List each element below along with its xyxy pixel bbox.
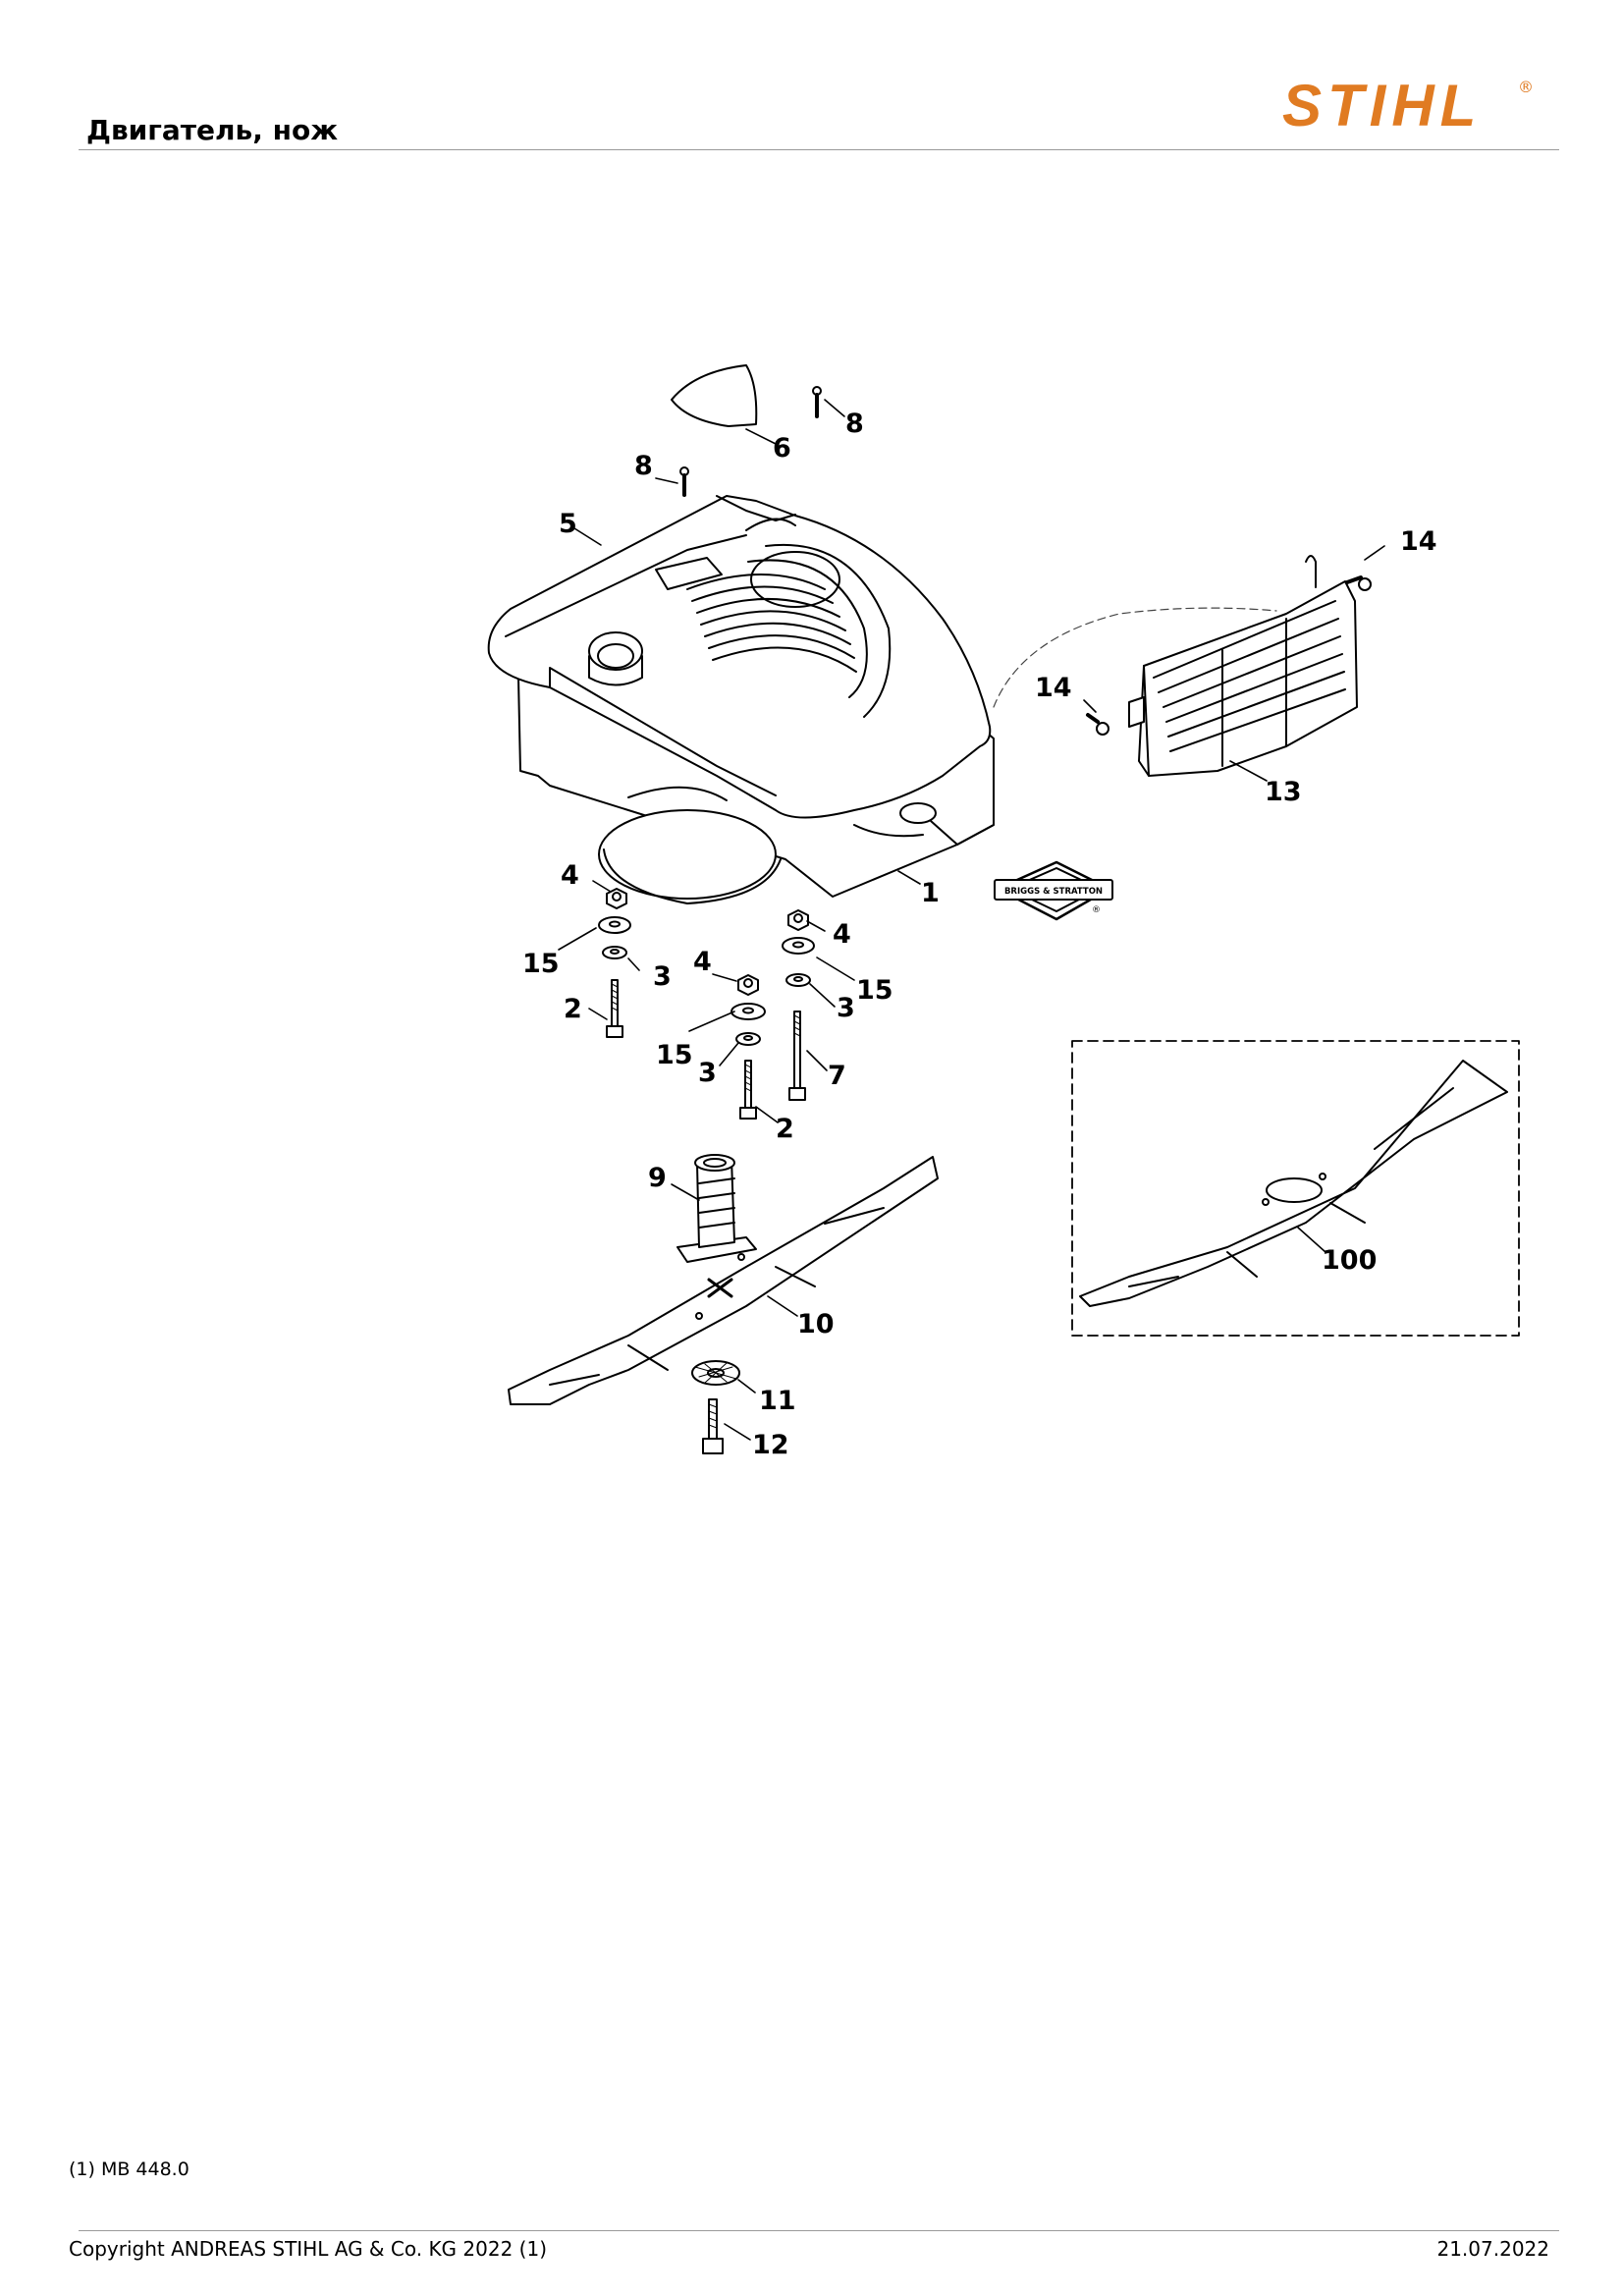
part-10-blade [508,1156,939,1405]
callout-13: 13 [1265,777,1302,807]
part-14-screw-lower [1086,713,1109,736]
part-8-screw-top [812,386,822,418]
leader-lines [558,399,1385,1441]
callout-100: 100 [1322,1245,1377,1276]
callout-4: 4 [833,919,851,950]
callout-14: 14 [1400,526,1437,557]
callout-4: 4 [561,860,579,891]
callout-3: 3 [698,1058,717,1088]
option-box-100 [1071,1040,1520,1337]
footer-divider [79,2230,1559,2231]
part-13-muffler [1128,555,1358,777]
copyright-text: Copyright ANDREAS STIHL AG & Co. KG 2022… [69,2237,548,2261]
callout-8: 8 [845,409,864,439]
callout-1: 1 [921,878,940,908]
leader-dashed-muffler [993,607,1277,708]
badge-mark: ® [1092,905,1101,915]
badge-label: BRIGGS & STRATTON [1004,887,1103,897]
part-15-washer-middle [730,1003,766,1020]
page-title: Двигатель, нож [86,114,339,146]
stihl-logo: STIHL ® [1282,73,1534,138]
part-14-screw-upper [1345,575,1372,591]
part-5-shroud [487,495,992,819]
callout-6: 6 [773,433,791,464]
callout-4: 4 [693,947,712,977]
callout-14: 14 [1035,673,1072,703]
callout-12: 12 [752,1430,789,1460]
callout-3: 3 [837,993,855,1023]
callout-2: 2 [564,994,582,1024]
part-4-nut-left [606,888,627,909]
part-6-cap [671,364,758,427]
part-3-washer-right [785,973,811,987]
callout-15: 15 [656,1040,693,1070]
footnote: (1) MB 448.0 [69,2159,189,2180]
stihl-logo-text: STIHL [1282,73,1482,138]
part-2-bolt-left [606,979,623,1038]
part-15-washer-left [598,916,631,934]
part-15-washer-right [782,937,815,955]
callout-11: 11 [759,1386,796,1416]
document-date: 21.07.2022 [1436,2237,1549,2261]
registered-mark: ® [1518,78,1534,96]
part-8-screw-left [679,466,689,497]
callout-15: 15 [522,949,560,979]
callout-5: 5 [559,509,577,539]
part-4-nut-right [787,909,809,931]
part-11-lock-washer [691,1360,740,1386]
callout-7: 7 [828,1061,846,1091]
callout-3: 3 [653,961,672,992]
callout-9: 9 [648,1163,667,1193]
callout-8: 8 [634,451,653,481]
part-12-bolt [702,1398,724,1454]
part-4-nut-middle [737,974,759,996]
part-3-washer-middle [735,1032,761,1046]
callout-15: 15 [856,975,893,1006]
briggs-stratton-badge [994,860,1113,921]
header-divider [79,149,1559,150]
callout-10: 10 [797,1309,835,1339]
part-3-washer-left [602,946,627,959]
callout-labels: 1 2 2 3 3 3 4 4 4 5 6 7 8 8 9 10 11 12 1… [522,409,1437,1460]
part-2-bolt-middle [739,1060,757,1120]
part-100-blade [1079,1060,1508,1307]
callout-2: 2 [776,1114,794,1144]
part-9-blade-adapter [676,1154,757,1263]
part-7-bolt [788,1011,806,1101]
